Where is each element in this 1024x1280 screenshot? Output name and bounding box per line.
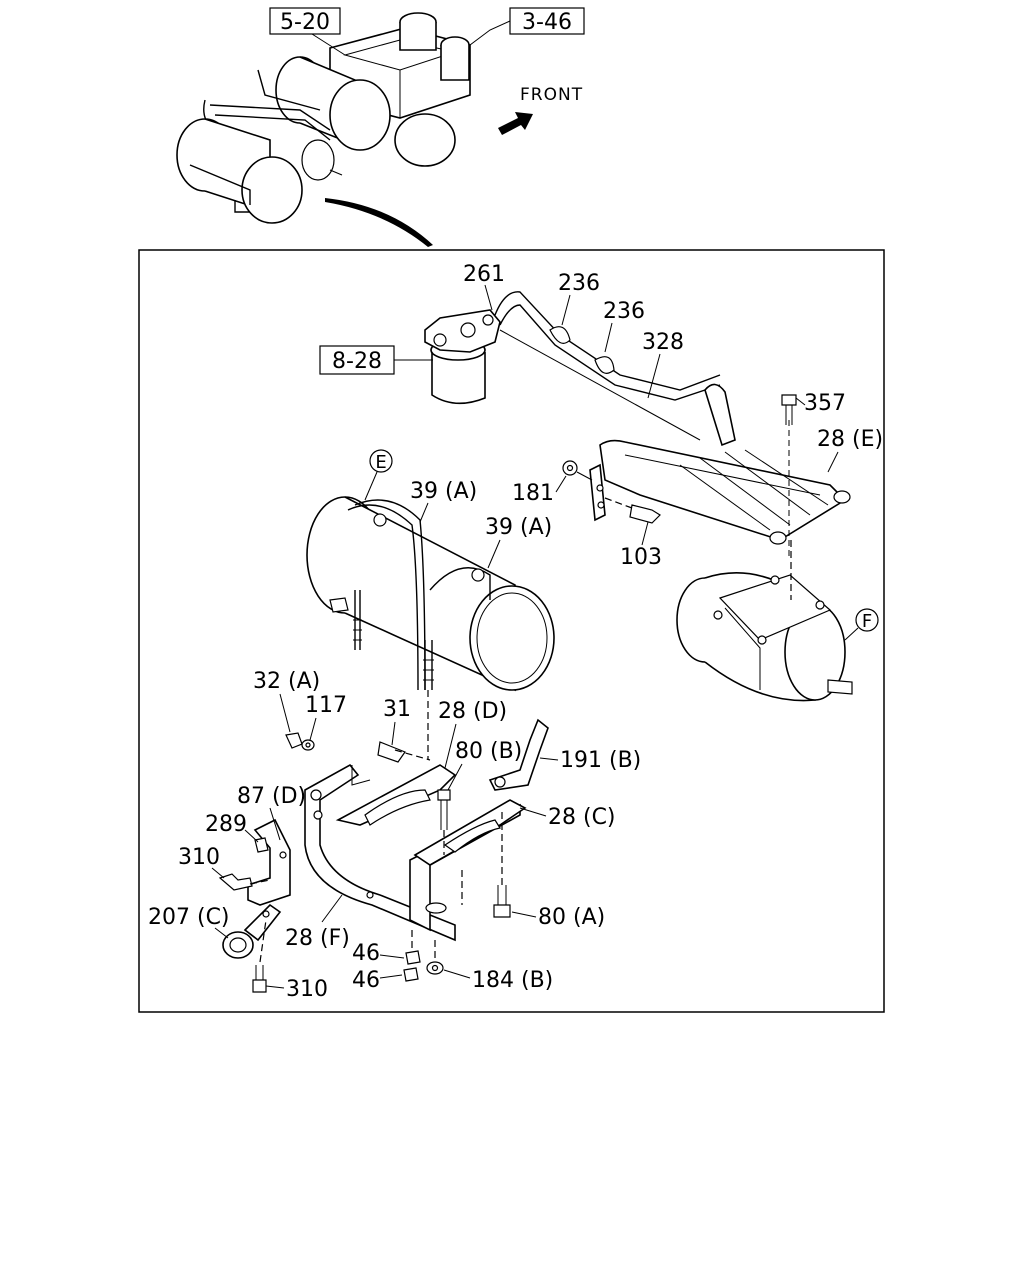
fuel-tank-E: E 39 (A) 39 (A): [306, 449, 555, 760]
callout-39A-b: 39 (A): [485, 515, 552, 540]
view-E-label: E: [375, 452, 386, 473]
ref-5-20: 5-20: [280, 10, 330, 35]
callout-310-a: 310: [178, 845, 220, 870]
callout-357: 357: [804, 391, 846, 416]
detail-frame: [138, 249, 885, 1013]
ref-3-46: 3-46: [522, 10, 572, 35]
detail-pointer-icon: [325, 198, 433, 247]
lower-brackets: 32 (A) 117 31 28 (D) 80 (B) 191 (B) 87 (…: [148, 669, 641, 1002]
callout-207C: 207 (C): [148, 905, 230, 930]
callout-87D: 87 (D): [237, 784, 306, 809]
callout-191B: 191 (B): [560, 748, 641, 773]
callout-28F: 28 (F): [285, 926, 350, 951]
callout-117: 117: [305, 693, 347, 718]
callout-103: 103: [620, 545, 662, 570]
callout-328: 328: [642, 330, 684, 355]
callout-28C: 28 (C): [548, 805, 616, 830]
ref-8-28: 8-28: [332, 349, 382, 374]
callout-289: 289: [205, 812, 247, 837]
front-label: FRONT: [520, 85, 583, 105]
callout-46-b: 46: [352, 968, 380, 993]
callout-184B: 184 (B): [472, 968, 553, 993]
callout-181: 181: [512, 481, 554, 506]
bracket-28E: 357 28 (E) 181 103: [512, 383, 883, 570]
front-arrow-icon: [498, 112, 533, 135]
callout-46-a: 46: [352, 941, 380, 966]
view-F-label: F: [862, 611, 872, 632]
callout-28D: 28 (D): [438, 699, 507, 724]
callout-310-b: 310: [286, 977, 328, 1002]
callout-39A-a: 39 (A): [410, 479, 477, 504]
callout-236-a: 236: [558, 271, 600, 296]
fuel-filter-group: 261 236 236 328 8-28: [319, 262, 721, 441]
callout-80B: 80 (B): [455, 739, 522, 764]
air-tank-F: F: [676, 540, 879, 702]
callout-28E: 28 (E): [817, 427, 883, 452]
callout-261: 261: [463, 262, 505, 287]
callout-31: 31: [383, 697, 411, 722]
callout-32A: 32 (A): [253, 669, 320, 694]
overview-assembly: 5-20 3-46 FRONT: [176, 7, 585, 247]
callout-236-b: 236: [603, 299, 645, 324]
callout-80A: 80 (A): [538, 905, 605, 930]
